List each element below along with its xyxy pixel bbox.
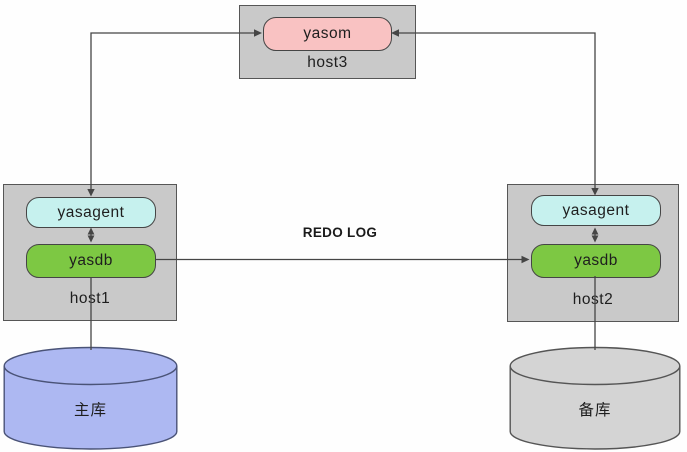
yasdb-label: yasdb (69, 252, 113, 269)
node-host1: yasagent yasdb host1 (3, 184, 177, 321)
primary-database-label: 主库 (73, 402, 107, 419)
node-yasdb-host1: yasdb (26, 244, 156, 278)
redo-log-label: REDO LOG (302, 225, 378, 240)
standby-database-cylinder-icon (509, 346, 681, 450)
standby-database-label: 备库 (578, 402, 612, 419)
node-yasom: yasom (263, 17, 392, 51)
yasagent-label: yasagent (562, 201, 630, 219)
node-yasdb-host2: yasdb (531, 244, 661, 278)
node-yasagent-host1: yasagent (26, 197, 156, 228)
yasdb-label: yasdb (574, 252, 618, 269)
node-host3: yasom host3 (239, 5, 416, 79)
yasom-label: yasom (303, 25, 352, 42)
host2-label: host2 (572, 291, 614, 308)
edge-redo-log (155, 255, 530, 264)
yasagent-label: yasagent (57, 203, 125, 221)
node-host2: yasagent yasdb host2 (507, 184, 679, 322)
node-yasagent-host2: yasagent (531, 195, 661, 226)
edge-host1-yasom (87, 29, 262, 197)
host3-label: host3 (307, 54, 348, 71)
host1-label: host1 (69, 290, 111, 307)
edge-host2-yasom (391, 29, 599, 196)
